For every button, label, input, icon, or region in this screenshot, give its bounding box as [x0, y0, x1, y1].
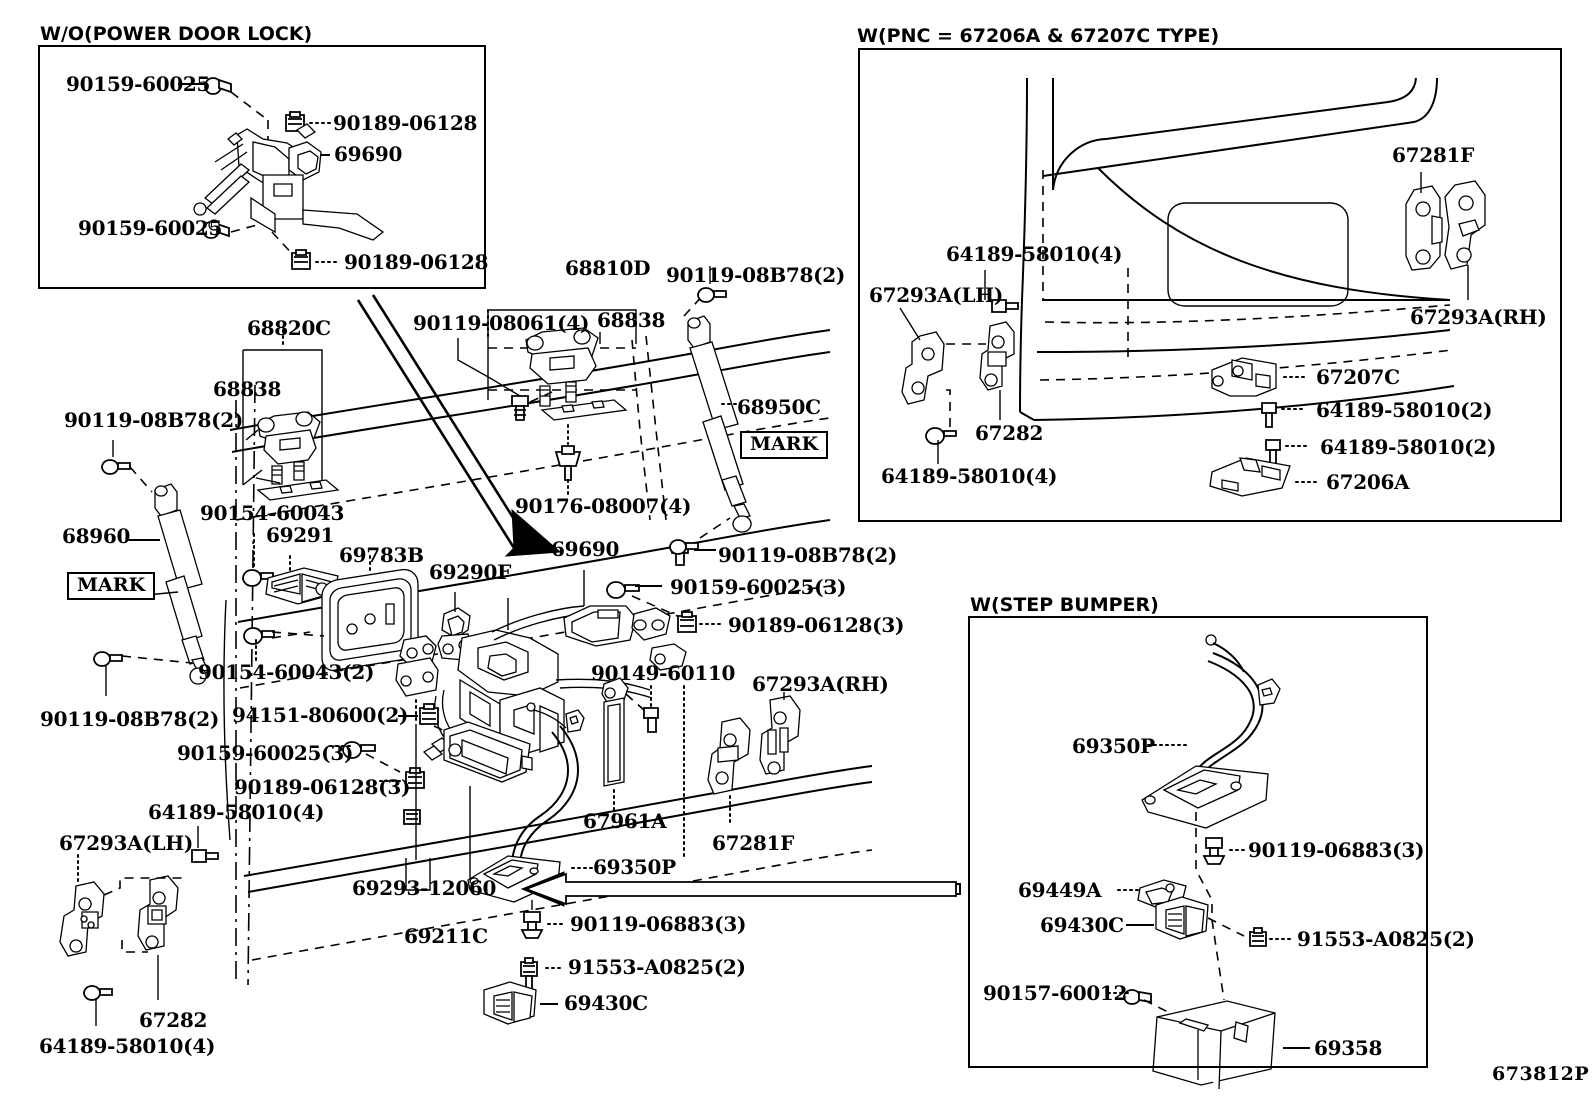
part-label-90149-60110: 90149-60110 [591, 661, 736, 685]
part-label-64189-58010-4-b-panel2: 64189-58010(4) [881, 464, 1058, 488]
part-label-90154-60043-2: 90154-60043(2) [198, 660, 375, 684]
part-label-68838-right: 68838 [597, 308, 666, 332]
part-label-68960: 68960 [62, 524, 131, 548]
part-label-69350p-main: 69350P [593, 855, 676, 879]
panel-pnc-type-frame [858, 48, 1562, 522]
part-label-67293a-rh-main: 67293A(RH) [752, 672, 889, 696]
part-label-64189-58010-4-a-panel2: 64189-58010(4) [946, 242, 1123, 266]
part-label-90159-60025-top: 90159-60025 [66, 72, 211, 96]
part-label-69291: 69291 [266, 523, 335, 547]
part-label-90159-60025-3b: 90159-60025(3) [670, 575, 847, 599]
part-label-69430c-main: 69430C [564, 991, 648, 1015]
part-label-90119-06883-panel3: 90119-06883(3) [1248, 838, 1425, 862]
part-label-94151-80600: 94151-80600(2) [232, 703, 409, 727]
panel-wo-power-door-lock-frame [38, 45, 486, 289]
part-label-90189-06128-3b: 90189-06128(3) [728, 613, 905, 637]
part-label-90157-60012-panel3: 90157-60012 [983, 981, 1128, 1005]
part-label-64189-58010-2-a-panel2: 64189-58010(2) [1316, 398, 1493, 422]
part-label-90159-60025-3a: 90159-60025(3) [177, 741, 354, 765]
part-label-69290f: 69290F [429, 560, 511, 584]
part-label-67282-panel2: 67282 [975, 421, 1044, 445]
mark-box-68950c: MARK [740, 431, 829, 459]
mark-box-68960: MARK [67, 572, 156, 600]
part-label-90119-06883-main: 90119-06883(3) [570, 912, 747, 936]
part-label-67206a-panel2: 67206A [1326, 470, 1410, 494]
part-label-69449a-panel3: 69449A [1018, 878, 1102, 902]
part-label-90189-06128-3a: 90189-06128(3) [234, 775, 411, 799]
part-label-67293a-rh-panel2: 67293A(RH) [1410, 305, 1547, 329]
part-label-69211c: 69211C [404, 924, 488, 948]
part-label-67282-main: 67282 [139, 1008, 208, 1032]
part-label-69783b: 69783B [339, 543, 424, 567]
part-label-68838-left: 68838 [213, 377, 282, 401]
part-label-64189-58010-4a: 64189-58010(4) [148, 800, 325, 824]
part-label-67961a: 67961A [583, 809, 667, 833]
part-label-91553-a0825-main: 91553-A0825(2) [568, 955, 746, 979]
part-label-90119-08b78-b: 90119-08B78(2) [40, 707, 220, 731]
part-label-69690-main: 69690 [551, 537, 620, 561]
part-label-67281f-panel2: 67281F [1392, 143, 1474, 167]
main-diagram-art [60, 266, 960, 1026]
part-label-90154-60043: 90154-60043 [200, 501, 345, 525]
part-label-67293a-lh-main: 67293A(LH) [59, 831, 193, 855]
part-label-69293-12060: 69293-12060 [352, 876, 497, 900]
part-label-68820c: 68820C [247, 316, 331, 340]
part-label-68950c: 68950C [737, 395, 821, 419]
part-label-67293a-lh-panel2: 67293A(LH) [869, 283, 1003, 307]
part-label-90119-08061: 90119-08061(4) [413, 311, 590, 335]
part-label-91553-a0825-panel3: 91553-A0825(2) [1297, 927, 1475, 951]
part-label-67281f-main: 67281F [712, 831, 794, 855]
panel-step-bumper-frame [968, 616, 1428, 1068]
part-label-69358-panel3: 69358 [1314, 1036, 1383, 1060]
part-label-69350p-panel3: 69350P [1072, 734, 1155, 758]
part-label-90119-08b78-c: 90119-08B78(2) [666, 263, 846, 287]
part-label-90119-08b78-a: 90119-08B78(2) [64, 408, 244, 432]
part-label-68810d: 68810D [565, 256, 651, 280]
sheet-code: 673812P [1492, 1063, 1590, 1085]
part-label-90176-08007: 90176-08007(4) [515, 494, 692, 518]
part-label-90189-06128-bottom: 90189-06128 [344, 250, 489, 274]
part-label-67207c-panel2: 67207C [1316, 365, 1400, 389]
part-label-90189-06128-top: 90189-06128 [333, 111, 478, 135]
panel-title-pnc-type: W(PNC = 67206A & 67207C TYPE) [857, 25, 1220, 47]
part-label-64189-58010-2-b-panel2: 64189-58010(2) [1320, 435, 1497, 459]
part-label-64189-58010-4b: 64189-58010(4) [39, 1034, 216, 1058]
panel-title-wo-power-door-lock: W/O(POWER DOOR LOCK) [40, 23, 313, 45]
part-label-90119-08b78-d: 90119-08B78(2) [718, 543, 898, 567]
part-label-90159-60025-bottom: 90159-60025 [78, 216, 223, 240]
part-label-69430c-panel3: 69430C [1040, 913, 1124, 937]
part-label-69690-panel1: 69690 [334, 142, 403, 166]
panel-title-step-bumper: W(STEP BUMPER) [970, 594, 1159, 616]
